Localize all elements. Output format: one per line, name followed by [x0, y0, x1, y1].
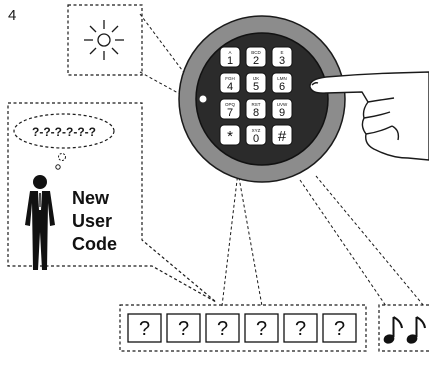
pointing-hand-icon — [309, 71, 429, 161]
key-star[interactable]: * — [219, 124, 241, 146]
person-icon — [25, 175, 55, 270]
led-flash-icon — [84, 20, 124, 60]
sound-leader-lines — [299, 175, 425, 307]
key-letters: FGH — [225, 76, 235, 81]
code-digit-text: ? — [334, 318, 345, 340]
sound-callout — [378, 304, 429, 352]
thought-bubble-text: ?-?-?-?-?-? — [32, 125, 96, 139]
code-digit-text: ? — [217, 318, 228, 340]
code-digit-box: ? — [205, 313, 240, 343]
key-digit: 7 — [227, 107, 233, 119]
code-digit-box: ? — [127, 313, 162, 343]
key-digit: 3 — [279, 55, 285, 67]
music-notes-icon — [383, 316, 426, 344]
code-entry: ?????? — [119, 304, 367, 352]
caption-line-2: User — [72, 211, 112, 231]
key-letters: E — [280, 50, 283, 55]
code-digit-text: ? — [178, 318, 189, 340]
person-callout: ?-?-?-?-?-? New User Code — [7, 102, 217, 303]
code-boxes: ?????? — [127, 313, 357, 343]
step-number: 4 — [8, 7, 16, 24]
led-callout — [67, 4, 143, 76]
led-indicator — [199, 95, 207, 103]
key-hash[interactable]: # — [271, 124, 293, 146]
key-digit: * — [227, 128, 233, 145]
thought-bubble — [13, 113, 115, 149]
code-digit-box: ? — [166, 313, 201, 343]
code-digit-text: ? — [295, 318, 306, 340]
key-letters: A — [228, 50, 231, 55]
caption-line-1: New — [72, 188, 110, 208]
key-letters: IJK — [253, 76, 260, 81]
key-digit: 2 — [253, 55, 259, 67]
key-digit: 5 — [253, 81, 259, 93]
key-digit: # — [278, 128, 287, 145]
code-digit-box: ? — [244, 313, 279, 343]
key-digit: 0 — [253, 133, 259, 145]
key-letters: UVW — [277, 102, 288, 107]
key-letters: LMN — [277, 76, 287, 81]
caption-line-3: Code — [72, 234, 117, 254]
key-letters: XYZ — [252, 128, 261, 133]
key-letters: BCD — [251, 50, 261, 55]
code-digit-text: ? — [139, 318, 150, 340]
key-digit: 1 — [227, 55, 233, 67]
key-digit: 4 — [227, 81, 233, 93]
key-1[interactable]: A1 — [219, 46, 241, 68]
code-digit-text: ? — [256, 318, 267, 340]
key-digit: 6 — [279, 81, 285, 93]
code-leader-lines — [221, 171, 263, 307]
key-letters: RST — [252, 102, 261, 107]
key-digit: 9 — [279, 107, 285, 119]
key-3[interactable]: E3 — [271, 46, 293, 68]
code-digit-box: ? — [283, 313, 318, 343]
key-digit: 8 — [253, 107, 259, 119]
code-digit-box: ? — [322, 313, 357, 343]
key-letters: OPQ — [225, 102, 236, 107]
